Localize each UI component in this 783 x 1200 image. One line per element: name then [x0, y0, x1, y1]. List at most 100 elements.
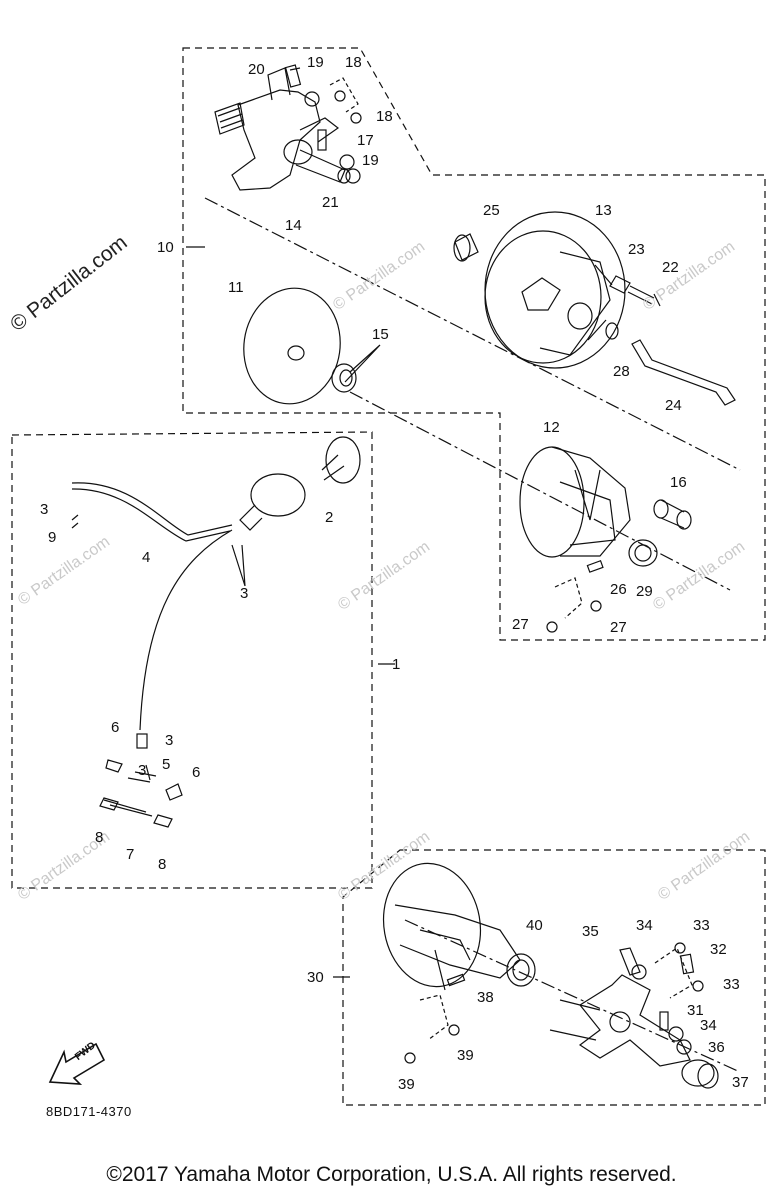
- callout-27: 27: [512, 616, 529, 633]
- part-9-clip: [71, 514, 79, 529]
- callout-40: 40: [526, 917, 543, 934]
- part-26-pin: [586, 560, 604, 573]
- part-38-pin: [446, 973, 466, 987]
- part-24-bolt: [631, 339, 736, 406]
- callout-8: 8: [158, 856, 167, 873]
- part-19-nut: [304, 91, 320, 107]
- part-15-bushing: [331, 363, 357, 393]
- callout-4: 4: [142, 549, 151, 566]
- callout-23: 23: [628, 241, 645, 258]
- part-27-ring-b: [590, 600, 602, 612]
- copyright-footer: ©2017 Yamaha Motor Corporation, U.S.A. A…: [106, 1163, 677, 1186]
- part-37-roller: [681, 1059, 719, 1089]
- part-code: 8BD171-4370: [46, 1104, 132, 1119]
- axis-line-middle: [349, 391, 731, 591]
- callout-33: 33: [693, 917, 710, 934]
- callout-31: 31: [687, 1002, 704, 1019]
- part-17-pin: [317, 129, 327, 151]
- callout-38: 38: [477, 989, 494, 1006]
- part-40-bushing: [506, 953, 536, 987]
- callout-10: 10: [157, 239, 174, 256]
- part-32-pin: [679, 953, 695, 975]
- callout-32: 32: [710, 941, 727, 958]
- callout-25: 25: [483, 202, 500, 219]
- callout-34: 34: [700, 1017, 717, 1034]
- part-7-bracket: [103, 799, 153, 817]
- part-22-bolt: [627, 285, 661, 307]
- callout-39: 39: [398, 1076, 415, 1093]
- part-30-sheave: [382, 862, 521, 991]
- callout-35: 35: [582, 923, 599, 940]
- part-36-washer: [676, 1039, 692, 1055]
- part-2-knob-assembly: [239, 436, 361, 531]
- part-25-bushing: [453, 233, 479, 262]
- callout-37: 37: [732, 1074, 749, 1091]
- part-31-pin: [659, 1011, 669, 1031]
- callout-7: 7: [126, 846, 135, 863]
- callout-11: 11: [228, 279, 244, 296]
- callout-34: 34: [636, 917, 653, 934]
- callout-1: 1: [392, 656, 401, 673]
- part-34-nut: [631, 964, 647, 980]
- part-18-ring-b: [350, 112, 362, 124]
- part-29-bushing: [628, 539, 658, 567]
- part-16-roller: [653, 499, 692, 530]
- part-23-washer: [609, 275, 631, 294]
- part-3-cap: [136, 733, 148, 749]
- callout-22: 22: [662, 259, 679, 276]
- part-14-fixed-sheave: [214, 67, 351, 191]
- part-13-cover: [484, 211, 626, 369]
- part-33-ring: [674, 942, 686, 954]
- parts-diagram: [11, 47, 766, 1106]
- callout-27: 27: [610, 619, 627, 636]
- callout-12: 12: [543, 419, 560, 436]
- callout-17: 17: [357, 132, 374, 149]
- callout-8: 8: [95, 829, 104, 846]
- part-11-sheave-disk: [243, 287, 341, 405]
- part-8-clip: [99, 797, 119, 811]
- group-30-boundary: [342, 849, 766, 1106]
- callout-29: 29: [636, 583, 653, 600]
- callout-20: 20: [248, 61, 265, 78]
- part-19-nut-b: [339, 154, 355, 170]
- callout-21: 21: [322, 194, 339, 211]
- callout-30: 30: [307, 969, 324, 986]
- callout-5: 5: [162, 756, 171, 773]
- part-5-clip: [127, 764, 157, 783]
- callout-18: 18: [376, 108, 393, 125]
- callout-2: 2: [325, 509, 334, 526]
- callout-15: 15: [372, 326, 389, 343]
- axis-line-lower: [404, 919, 741, 1073]
- callout-6: 6: [111, 719, 120, 736]
- part-12-plate: [519, 446, 631, 558]
- callout-28: 28: [613, 363, 630, 380]
- part-27-ring: [546, 621, 558, 633]
- part-18-ring: [334, 90, 346, 102]
- part-39-ring-b: [448, 1024, 460, 1036]
- group-1-boundary: [11, 431, 373, 889]
- part-6-clip-b: [165, 783, 183, 801]
- axis-line-upper: [204, 197, 741, 471]
- callout-26: 26: [610, 581, 627, 598]
- callout-3: 3: [138, 762, 147, 779]
- part-33-ring-b: [692, 980, 704, 992]
- callout-36: 36: [708, 1039, 725, 1056]
- part-20-bolt: [284, 64, 302, 88]
- callout-3: 3: [240, 585, 249, 602]
- part-28-washer: [605, 322, 619, 340]
- part-8-clip-b: [153, 814, 173, 828]
- part-35-bolt: [619, 947, 641, 976]
- callout-33: 33: [723, 976, 740, 993]
- part-34-nut-b: [668, 1026, 684, 1042]
- callout-24: 24: [665, 397, 682, 414]
- callout-19: 19: [362, 152, 379, 169]
- callout-9: 9: [48, 529, 57, 546]
- callout-3: 3: [40, 501, 49, 518]
- callout-18: 18: [345, 54, 362, 71]
- group-10-boundary: [182, 47, 766, 641]
- callout-3: 3: [165, 732, 174, 749]
- part-21-washer: [345, 168, 361, 184]
- callout-16: 16: [670, 474, 687, 491]
- part-4-cable-inner: [71, 488, 231, 542]
- part-31-spider: [549, 974, 691, 1067]
